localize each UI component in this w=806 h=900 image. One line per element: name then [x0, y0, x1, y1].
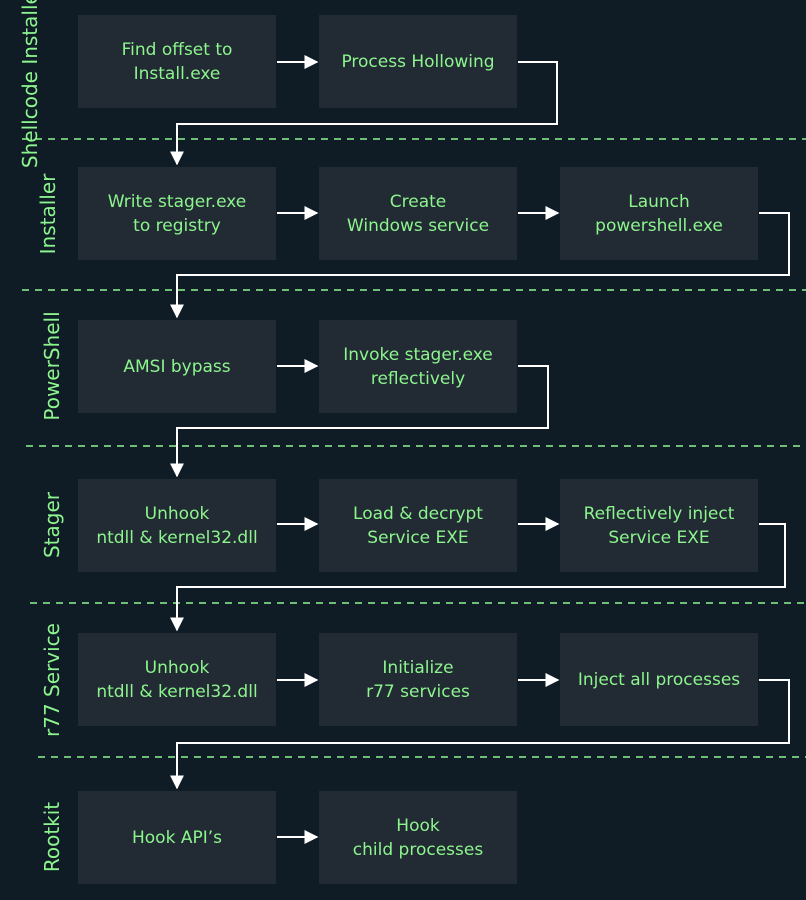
step-label: Create Windows service [346, 191, 490, 236]
step-label: Hook child processes [352, 815, 484, 860]
step-reflectively-inject-service: Reflectively inject Service EXE [560, 479, 758, 572]
step-process-hollowing: Process Hollowing [319, 15, 517, 108]
lane-label-rootkit: Rootkit [40, 801, 64, 873]
step-write-stager-registry: Write stager.exe to registry [78, 167, 276, 260]
step-load-decrypt-service: Load & decrypt Service EXE [319, 479, 517, 572]
step-label: Invoke stager.exe reflectively [343, 344, 493, 389]
step-label: Reflectively inject Service EXE [583, 503, 735, 548]
step-label: Load & decrypt Service EXE [353, 503, 483, 548]
step-hook-child-processes: Hook child processes [319, 791, 517, 884]
step-launch-powershell: Launch powershell.exe [560, 167, 758, 260]
step-initialize-r77-services: Initialize r77 services [319, 633, 517, 726]
step-label: Inject all processes [577, 669, 741, 690]
step-label: Launch powershell.exe [595, 191, 723, 236]
step-label: Find offset to Install.exe [121, 39, 233, 84]
step-find-offset: Find offset to Install.exe [78, 15, 276, 108]
lane-label-shellcode-installer: Shellcode Installer [18, 0, 42, 169]
step-create-windows-service: Create Windows service [319, 167, 517, 260]
step-inject-all-processes: Inject all processes [560, 633, 758, 726]
lane-label-powershell: PowerShell [40, 311, 64, 421]
step-invoke-stager: Invoke stager.exe reflectively [319, 320, 517, 413]
lane-label-stager: Stager [40, 491, 64, 559]
step-label: Unhook ntdll & kernel32.dll [96, 503, 258, 548]
step-hook-apis: Hook API’s [78, 791, 276, 884]
step-service-unhook: Unhook ntdll & kernel32.dll [78, 633, 276, 726]
step-label: Initialize r77 services [366, 657, 470, 702]
step-label: Unhook ntdll & kernel32.dll [96, 657, 258, 702]
step-stager-unhook: Unhook ntdll & kernel32.dll [78, 479, 276, 572]
step-label: AMSI bypass [123, 356, 231, 377]
step-label: Write stager.exe to registry [107, 191, 247, 236]
lane-label-r77-service: r77 Service [40, 623, 64, 737]
step-amsi-bypass: AMSI bypass [78, 320, 276, 413]
step-label: Hook API’s [132, 827, 222, 848]
step-label: Process Hollowing [341, 51, 495, 72]
lane-label-installer: Installer [36, 173, 60, 255]
